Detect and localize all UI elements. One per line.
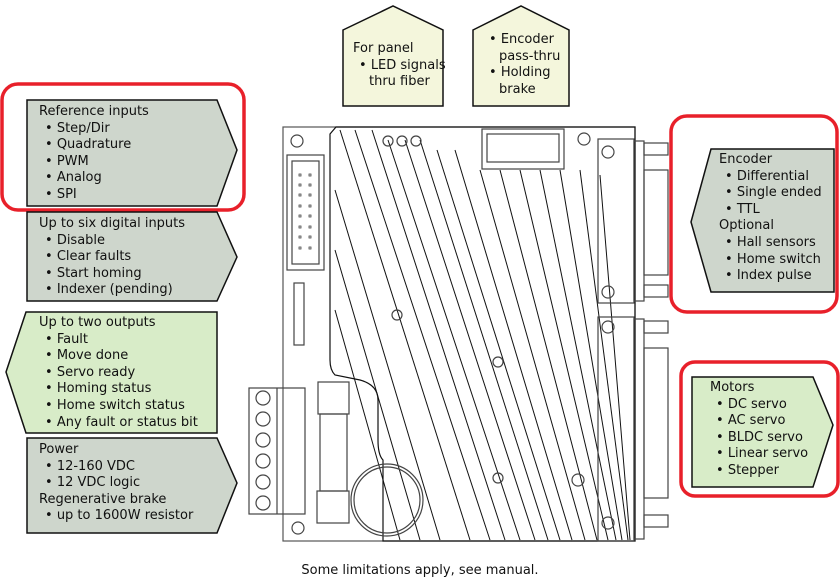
callout-bullet-item: Disable (39, 233, 185, 250)
callout-bullet-item: Holding (483, 65, 560, 82)
capacitor (350, 463, 424, 537)
callout-bullet-item: Stepper (710, 463, 808, 480)
callout-heading: Regenerative brake (39, 491, 167, 507)
callout-bullet-item: Home switch status (39, 398, 198, 415)
callout-heading: Up to two outputs (39, 315, 156, 330)
callout-heading: pass-thru (499, 48, 561, 64)
callout-heading: thru fiber (369, 74, 430, 90)
callout-bullet-item: 12 VDC logic (39, 475, 193, 492)
header-connector-left (286, 154, 325, 271)
callout-outputs: Up to two outputsFaultMove doneServo rea… (39, 315, 198, 431)
callout-bullet-item: up to 1600W resistor (39, 508, 194, 525)
callout-bullet-item: PWM (39, 154, 149, 171)
mount-hole (290, 134, 304, 148)
callout-bullet-item: Differential (719, 169, 822, 186)
callout-bullet-item: LED signals (353, 58, 446, 75)
callout-bullet-item: Analog (39, 170, 149, 187)
callout-bullet-item: DC servo (710, 397, 808, 414)
mount-hole (391, 309, 403, 321)
mount-hole (291, 521, 305, 535)
callout-digital-inputs: Up to six digital inputsDisableClear fau… (39, 216, 185, 299)
header-connector-top (481, 128, 565, 170)
callout-reference-inputs: Reference inputsStep/DirQuadraturePWMAna… (39, 104, 149, 204)
servo-drive-drawing (248, 126, 669, 542)
callout-bullet-item: Home switch (719, 252, 822, 269)
callout-heading: Optional (719, 218, 774, 234)
callout-bullet-item: Encoder (483, 32, 560, 49)
callout-heading: Reference inputs (39, 104, 149, 119)
callout-bullet-item: SPI (39, 187, 149, 204)
callout-bullet-item: Single ended (719, 185, 822, 202)
callout-bullet-item: 12-160 VDC (39, 459, 193, 476)
callout-heading: Motors (710, 380, 755, 395)
highlight-reference-inputs (0, 82, 246, 212)
callout-bullet-item: Linear servo (710, 446, 808, 463)
mount-hole (396, 135, 408, 147)
callout-power: Power 12-160 VDC12 VDC logicRegenerative … (39, 442, 193, 525)
mount-hole (571, 473, 585, 487)
callout-bullet-item: Step/Dir (39, 121, 149, 138)
heatsink-fins (334, 129, 631, 541)
callout-bullet-item: Homing status (39, 381, 198, 398)
highlight-encoder (669, 114, 839, 314)
callout-heading: Encoder (719, 152, 773, 167)
callout-bullet-item: Indexer (pending) (39, 282, 185, 299)
mount-hole (410, 135, 422, 147)
callout-motors: Motors DC servoAC servoBLDC servoLinear s… (710, 380, 808, 480)
mount-hole (492, 356, 504, 368)
fuse (317, 381, 350, 415)
callout-bullet-item: Hall sensors (719, 235, 822, 252)
callout-bullet-item: Start homing (39, 266, 185, 283)
callout-bullet-item: AC servo (710, 413, 808, 430)
highlight-motors (679, 360, 840, 498)
callout-heading: brake (499, 81, 536, 97)
callout-bullet-item: BLDC servo (710, 430, 808, 447)
footnote: Some limitations apply, see manual. (301, 563, 539, 578)
mount-hole (577, 132, 591, 146)
callout-bullet-item: Fault (39, 332, 198, 349)
callout-bullet-item: Any fault or status bit (39, 415, 198, 432)
mount-hole (382, 135, 394, 147)
callout-heading: Up to six digital inputs (39, 216, 186, 231)
callout-bullet-item: TTL (719, 202, 822, 219)
mount-hole (492, 472, 504, 484)
callout-bullet-item: Index pulse (719, 268, 822, 285)
callout-heading: Power (39, 442, 79, 457)
callout-bullet-item: Quadrature (39, 137, 149, 154)
callout-bullet-item: Clear faults (39, 249, 185, 266)
header-connector-small (293, 282, 305, 346)
callout-bullet-item: Move done (39, 348, 198, 365)
callout-encoder: EncoderDifferentialSingle endedTTLOption… (719, 152, 822, 285)
callout-heading: For panel (353, 41, 414, 56)
callout-bullet-item: Servo ready (39, 365, 198, 382)
